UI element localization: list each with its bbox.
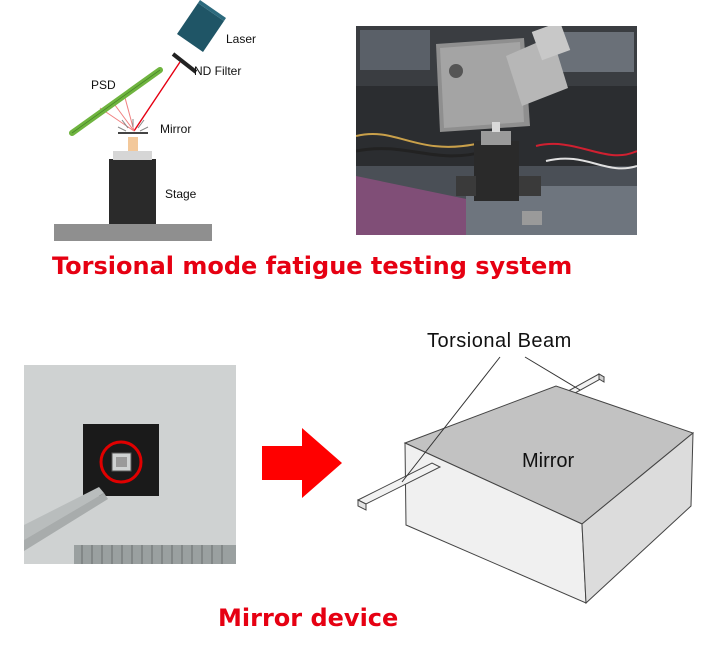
system-title: Torsional mode fatigue testing system: [52, 252, 573, 280]
label-stage: Stage: [165, 187, 197, 201]
nd-filter: [171, 52, 198, 74]
beam-pointer-line: [401, 356, 501, 483]
scatter-line: [121, 119, 129, 129]
scatter-line: [117, 126, 127, 132]
mirror-post: [128, 137, 138, 151]
laser-body: [177, 3, 224, 52]
label-laser: Laser: [226, 32, 256, 46]
incident-beam: [133, 61, 181, 132]
scatter-line: [139, 126, 149, 132]
stage-block: [109, 159, 156, 224]
device-title: Mirror device: [218, 604, 399, 632]
stage-cap: [113, 151, 152, 160]
label-psd: PSD: [91, 78, 116, 92]
scatter-line: [137, 119, 145, 129]
reflected-beam: [111, 100, 135, 132]
beam-pointer-line: [524, 356, 581, 391]
label-mirror: Mirror: [160, 122, 191, 136]
red-arrow-icon: [262, 428, 342, 498]
setup-photo: [356, 26, 637, 235]
mirror-device-photo: [24, 365, 236, 564]
fatigue-test-schematic: Laser ND Filter PSD Mirror Stage: [54, 0, 256, 241]
label-torsional-beam: Torsional Beam: [427, 330, 572, 352]
mirror-3d-model: Torsional Beam Mirror: [356, 330, 695, 605]
label-nd-filter: ND Filter: [194, 64, 241, 78]
base-plate: [54, 224, 212, 241]
reflected-beam: [123, 93, 135, 132]
label-mirror-model: Mirror: [522, 450, 575, 472]
